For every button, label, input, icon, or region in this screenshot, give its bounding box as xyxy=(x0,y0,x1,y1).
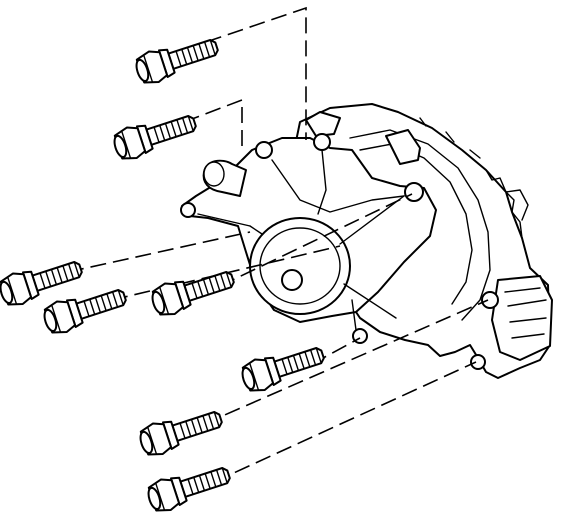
bolt-4 xyxy=(39,280,131,339)
bolt-hole-left xyxy=(180,202,196,218)
bolt-hole-top xyxy=(313,133,331,151)
bolt-2 xyxy=(109,106,201,165)
bolt-8 xyxy=(143,458,235,517)
bolt-6 xyxy=(237,338,329,397)
bolt-hole-right xyxy=(404,182,424,202)
bolt-hole-top-left xyxy=(255,141,273,159)
bolt-1 xyxy=(131,30,223,89)
water-pump xyxy=(180,133,499,370)
pump-hub xyxy=(249,217,351,315)
bolt-hole-cover-right xyxy=(481,291,499,309)
bolt-7 xyxy=(135,402,227,461)
bolt-hole-cover-bottom xyxy=(470,354,486,370)
bolt-5 xyxy=(147,262,239,321)
shaft-center xyxy=(281,269,303,291)
